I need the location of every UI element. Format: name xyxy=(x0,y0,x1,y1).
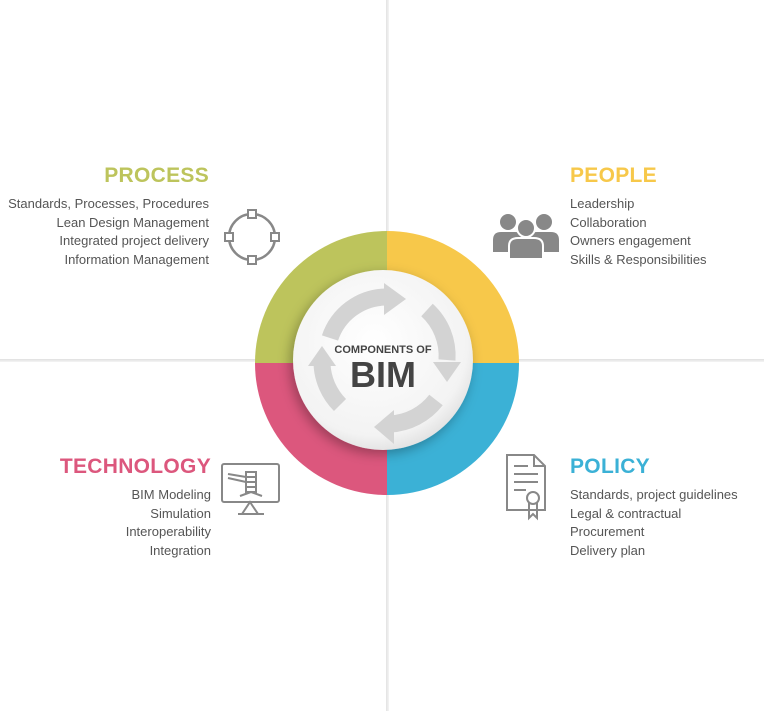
center-label: COMPONENTS OF BIM xyxy=(290,344,476,393)
process-block: PROCESS Standards, Processes, Procedures… xyxy=(8,163,209,269)
people-block: PEOPLE Leadership Collaboration Owners e… xyxy=(570,163,707,269)
technology-title: TECHNOLOGY xyxy=(59,455,211,478)
people-group-icon xyxy=(493,214,559,260)
list-item: Lean Design Management xyxy=(56,214,210,230)
process-title: PROCESS xyxy=(104,164,209,187)
list-item: Information Management xyxy=(64,251,209,267)
center-subtitle: COMPONENTS OF xyxy=(334,344,432,356)
list-item: Integration xyxy=(149,542,211,558)
center-title: BIM xyxy=(350,354,416,395)
cycle-icon xyxy=(224,209,280,265)
policy-title: POLICY xyxy=(570,455,650,478)
cycle-arrows xyxy=(313,288,456,433)
list-item: Procurement xyxy=(570,524,645,539)
list-item: Legal & contractual xyxy=(570,505,682,521)
policy-block: POLICY Standards, project guidelines Leg… xyxy=(570,454,738,560)
list-item: Standards, project guidelines xyxy=(570,487,738,502)
list-item: Leadership xyxy=(570,196,635,211)
list-item: Standards, Processes, Procedures xyxy=(8,196,209,211)
list-item: Integrated project delivery xyxy=(59,233,209,248)
list-item: Collaboration xyxy=(570,214,647,230)
arrow-heads xyxy=(308,283,461,444)
list-item: Skills & Responsibilities xyxy=(570,251,707,267)
people-title: PEOPLE xyxy=(570,164,657,187)
certificate-document-icon xyxy=(506,454,546,521)
list-item: Interoperability xyxy=(125,524,211,539)
list-item: Simulation xyxy=(150,505,211,521)
list-item: Owners engagement xyxy=(570,233,691,248)
list-item: BIM Modeling xyxy=(131,487,211,502)
monitor-building-icon xyxy=(221,463,280,515)
technology-block: TECHNOLOGY BIM Modeling Simulation Inter… xyxy=(60,454,211,560)
list-item: Delivery plan xyxy=(570,542,646,558)
